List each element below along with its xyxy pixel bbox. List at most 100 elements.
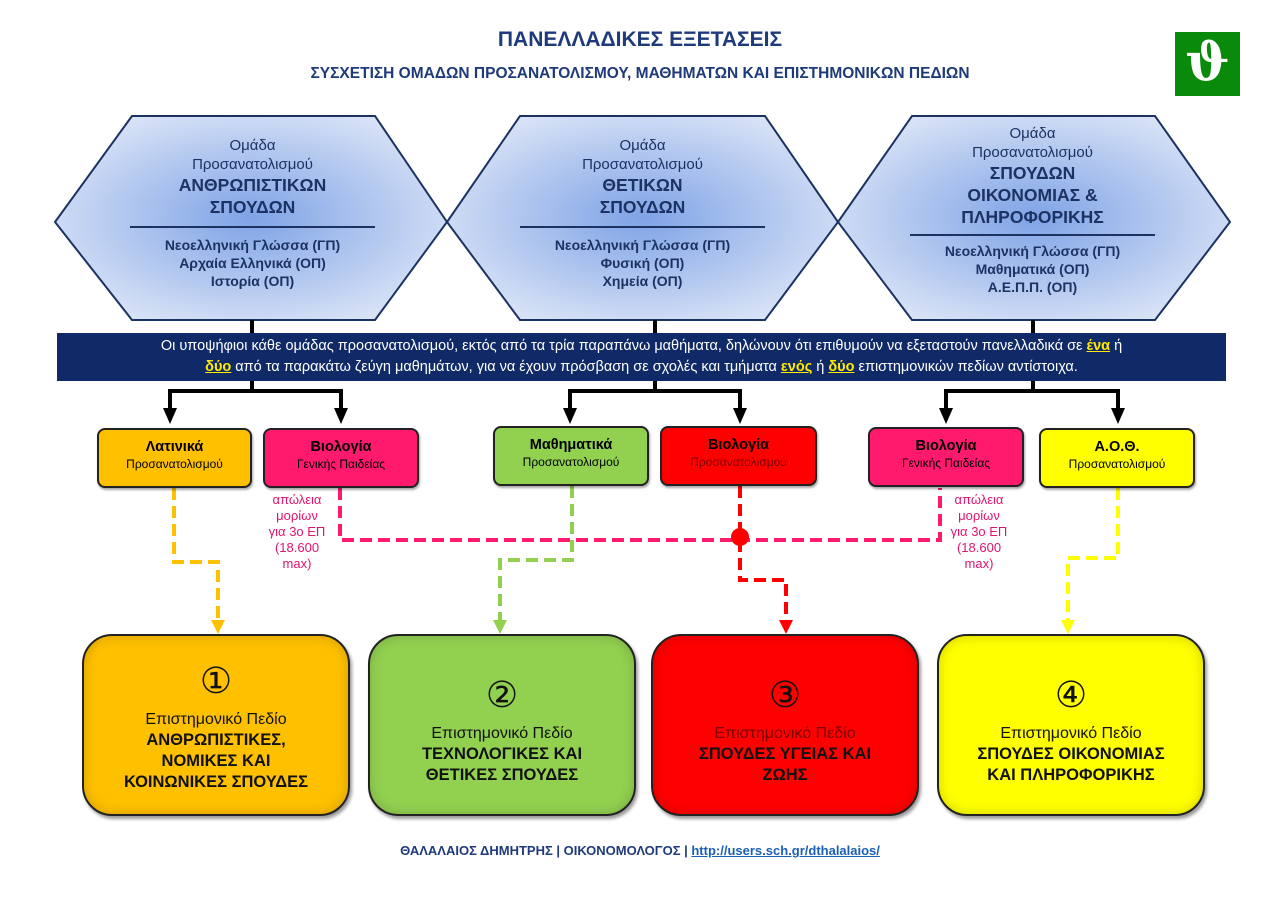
group-course: Α.Ε.Π.Π. (ΟΠ) bbox=[987, 279, 1078, 295]
field-number: ① bbox=[199, 661, 233, 702]
group-course: Χημεία (ΟΠ) bbox=[602, 273, 683, 289]
arrowheads bbox=[163, 408, 1125, 424]
page-title: ΠΑΝΕΛΛΑΔΙΚΕΣ ΕΞΕΤΑΣΕΙΣ bbox=[497, 28, 783, 51]
divider bbox=[130, 226, 375, 228]
note-line: για 3ο ΕΠ bbox=[268, 524, 326, 539]
field-label: Επιστημονικό Πεδίο bbox=[145, 711, 287, 728]
subject-math: Μαθηματικά Προσανατολισμού bbox=[493, 426, 649, 486]
field-box-2: ② Επιστημονικό Πεδίο ΤΕΧΝΟΛΟΓΙΚΕΣ ΚΑΙ ΘΕ… bbox=[368, 634, 636, 816]
latin-path bbox=[172, 488, 220, 622]
banner-highlight: δύο bbox=[828, 359, 855, 375]
field-name: ΤΕΧΝΟΛΟΓΙΚΕΣ ΚΑΙ bbox=[421, 745, 583, 763]
field-box-1: ① Επιστημονικό Πεδίο ΑΝΘΡΩΠΙΣΤΙΚΕΣ, ΝΟΜΙ… bbox=[82, 634, 350, 816]
info-banner: Οι υποψήφιοι κάθε ομάδας προσανατολισμού… bbox=[57, 333, 1226, 381]
note-line: max) bbox=[282, 556, 312, 571]
arrowhead-field-3 bbox=[779, 620, 793, 634]
subject-name: Βιολογία bbox=[915, 438, 977, 454]
subject-type: Γενικής Παιδείας bbox=[901, 456, 991, 470]
note-line: απώλεια bbox=[272, 492, 322, 507]
group-name: ΘΕΤΙΚΩΝ bbox=[602, 175, 683, 195]
footer: ΘΑΛΑΛΑΙΟΣ ΔΗΜΗΤΡΗΣ | ΟΙΚΟΝΟΜΟΛΟΓΟΣ | htt… bbox=[0, 843, 1280, 858]
subject-name: Λατινικά bbox=[145, 439, 204, 455]
group-hexagon-1 bbox=[53, 115, 449, 321]
field-name: ΚΟΙΝΩΝΙΚΕΣ ΣΠΟΥΔΕΣ bbox=[123, 773, 309, 791]
group-course: Ιστορία (ΟΠ) bbox=[210, 273, 295, 289]
group-course: Αρχαία Ελληνικά (ΟΠ) bbox=[179, 255, 326, 271]
field-name: ΑΝΘΡΩΠΙΣΤΙΚΕΣ, bbox=[146, 731, 286, 749]
group-label: Προσανατολισμού bbox=[582, 156, 703, 173]
junction-dot bbox=[731, 528, 749, 546]
logo-icon: ϑ bbox=[1175, 32, 1240, 96]
group-hexagon-3 bbox=[836, 115, 1232, 321]
note-line: (18.600 bbox=[274, 540, 320, 555]
field-label: Επιστημονικό Πεδίο bbox=[1000, 725, 1142, 742]
biology-op-path bbox=[738, 486, 788, 622]
banner-text: ή bbox=[1110, 338, 1123, 354]
group-name: ΟΙΚΟΝΟΜΙΑΣ & bbox=[967, 185, 1098, 205]
banner-line-1: Οι υποψήφιοι κάθε ομάδας προσανατολισμού… bbox=[57, 336, 1226, 357]
footer-link[interactable]: http://users.sch.gr/dthalalaios/ bbox=[691, 843, 880, 858]
group-course: Νεοελληνική Γλώσσα (ΓΠ) bbox=[554, 237, 731, 253]
subject-latin: Λατινικά Προσανατολισμού bbox=[97, 428, 252, 488]
group-name: ΣΠΟΥΔΩΝ bbox=[209, 197, 296, 217]
group-connectors bbox=[168, 320, 1120, 408]
field-box-4: ④ Επιστημονικό Πεδίο ΣΠΟΥΔΕΣ ΟΙΚΟΝΟΜΙΑΣ … bbox=[937, 634, 1205, 816]
group-1-text: Ομάδα Προσανατολισμού ΑΝΘΡΩΠΙΣΤΙΚΩΝ ΣΠΟΥ… bbox=[100, 136, 405, 290]
biology-gp-path-1 bbox=[338, 488, 942, 542]
note-line: μορίων bbox=[276, 508, 318, 523]
field-name: ΚΑΙ ΠΛΗΡΟΦΟΡΙΚΗΣ bbox=[987, 766, 1155, 784]
banner-line-2: δύο από τα παρακάτω ζεύγη μαθημάτων, για… bbox=[57, 357, 1226, 378]
subject-type: Προσανατολισμού bbox=[126, 457, 223, 471]
subject-name: Α.Ο.Θ. bbox=[1094, 439, 1140, 455]
subject-biology-gp-1: Βιολογία Γενικής Παιδείας bbox=[263, 428, 419, 488]
field-name: ΖΩΗΣ bbox=[762, 766, 808, 784]
group-course: Νεοελληνική Γλώσσα (ΓΠ) bbox=[944, 243, 1121, 259]
field-label: Επιστημονικό Πεδίο bbox=[714, 725, 856, 742]
subject-type: Προσανατολισμού bbox=[1068, 457, 1166, 471]
group-label: Προσανατολισμού bbox=[972, 144, 1093, 161]
arrowhead-field-4 bbox=[1061, 620, 1075, 634]
aoth-path bbox=[1066, 488, 1120, 622]
subject-type: Προσανατολισμού bbox=[690, 455, 787, 469]
group-label: Ομάδα bbox=[619, 137, 666, 154]
subject-name: Μαθηματικά bbox=[529, 437, 613, 453]
group-name: ΣΠΟΥΔΩΝ bbox=[989, 163, 1076, 183]
field-box-3: ③ Επιστημονικό Πεδίο ΣΠΟΥΔΕΣ ΥΓΕΙΑΣ ΚΑΙ … bbox=[651, 634, 919, 816]
banner-text: επιστημονικών πεδίων αντίστοιχα. bbox=[854, 359, 1078, 375]
footer-author: ΘΑΛΑΛΑΙΟΣ ΔΗΜΗΤΡΗΣ | ΟΙΚΟΝΟΜΟΛΟΓΟΣ | bbox=[400, 843, 692, 858]
group-label: Προσανατολισμού bbox=[192, 156, 313, 173]
subject-type: Προσανατολισμού bbox=[522, 455, 620, 469]
note-line: (18.600 bbox=[956, 540, 1002, 555]
arrowhead-field-1 bbox=[211, 620, 225, 634]
field-name: ΣΠΟΥΔΕΣ ΥΓΕΙΑΣ ΚΑΙ bbox=[698, 745, 872, 763]
field-label: Επιστημονικό Πεδίο bbox=[431, 725, 573, 742]
field-number: ③ bbox=[768, 675, 802, 716]
group-course: Νεοελληνική Γλώσσα (ΓΠ) bbox=[164, 237, 341, 253]
group-hexagon-2 bbox=[445, 115, 840, 321]
banner-text: ή bbox=[812, 359, 829, 375]
note-line: μορίων bbox=[958, 508, 1000, 523]
subject-aoth: Α.Ο.Θ. Προσανατολισμού bbox=[1039, 428, 1195, 488]
subject-biology-op: Βιολογία Προσανατολισμού bbox=[660, 426, 817, 486]
page-subtitle: ΣΥΣΧΕΤΙΣΗ ΟΜΑΔΩΝ ΠΡΟΣΑΝΑΤΟΛΙΣΜΟΥ, ΜΑΘΗΜΑ… bbox=[310, 65, 970, 82]
banner-text: Οι υποψήφιοι κάθε ομάδας προσανατολισμού… bbox=[160, 338, 1087, 354]
field-number: ④ bbox=[1054, 675, 1088, 716]
subject-name: Βιολογία bbox=[310, 439, 372, 455]
field-name: ΝΟΜΙΚΕΣ ΚΑΙ bbox=[161, 752, 271, 770]
math-path bbox=[498, 486, 574, 622]
group-name: ΑΝΘΡΩΠΙΣΤΙΚΩΝ bbox=[178, 175, 327, 195]
group-3-text: Ομάδα Προσανατολισμού ΣΠΟΥΔΩΝ ΟΙΚΟΝΟΜΙΑΣ… bbox=[880, 124, 1185, 296]
banner-highlight: ενός bbox=[780, 359, 813, 375]
note-line: για 3ο ΕΠ bbox=[950, 524, 1008, 539]
arrowhead-field-2 bbox=[493, 620, 507, 634]
group-2-text: Ομάδα Προσανατολισμού ΘΕΤΙΚΩΝ ΣΠΟΥΔΩΝ Νε… bbox=[490, 136, 795, 290]
divider bbox=[520, 226, 765, 228]
field-name: ΣΠΟΥΔΕΣ ΟΙΚΟΝΟΜΙΑΣ bbox=[977, 745, 1165, 763]
field-number: ② bbox=[485, 675, 519, 716]
group-name: ΣΠΟΥΔΩΝ bbox=[599, 197, 686, 217]
group-course: Μαθηματικά (ΟΠ) bbox=[975, 261, 1090, 277]
note-line: max) bbox=[964, 556, 994, 571]
divider bbox=[910, 234, 1155, 236]
banner-text: από τα παρακάτω ζεύγη μαθημάτων, για να … bbox=[231, 359, 781, 375]
banner-highlight: ένα bbox=[1086, 338, 1111, 354]
